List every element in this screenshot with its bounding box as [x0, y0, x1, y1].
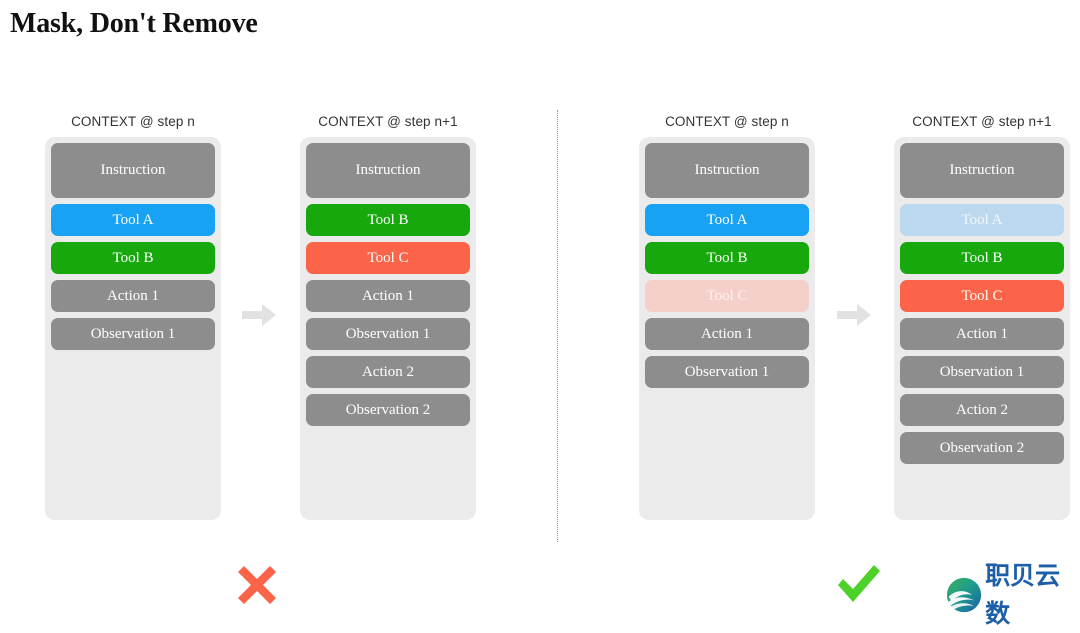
context-panel: Instruction Tool A Tool B Tool C Action …: [894, 137, 1070, 520]
context-card-instruction[interactable]: Instruction: [51, 143, 215, 198]
context-card-tool-b[interactable]: Tool B: [306, 204, 470, 236]
column-left-step-n1: CONTEXT @ step n+1 Instruction Tool B To…: [300, 112, 476, 520]
column-header: CONTEXT @ step n+1: [912, 114, 1052, 129]
check-icon: [834, 560, 882, 608]
context-card-tool-a[interactable]: Tool A: [51, 204, 215, 236]
column-header: CONTEXT @ step n+1: [318, 114, 458, 129]
context-card-action-1[interactable]: Action 1: [645, 318, 809, 350]
context-card-observation-2[interactable]: Observation 2: [900, 432, 1064, 464]
context-card-tool-c[interactable]: Tool C: [900, 280, 1064, 312]
cross-icon: [233, 558, 281, 606]
column-right-step-n1: CONTEXT @ step n+1 Instruction Tool A To…: [894, 112, 1070, 520]
context-card-action-2[interactable]: Action 2: [900, 394, 1064, 426]
context-card-tool-c[interactable]: Tool C: [306, 242, 470, 274]
column-left-step-n: CONTEXT @ step n Instruction Tool A Tool…: [45, 112, 221, 520]
context-panel: Instruction Tool B Tool C Action 1 Obser…: [300, 137, 476, 520]
watermark-logo: 职贝云数: [946, 561, 1080, 628]
context-card-instruction[interactable]: Instruction: [306, 143, 470, 198]
context-card-observation-1[interactable]: Observation 1: [306, 318, 470, 350]
watermark-text: 职贝云数: [985, 561, 1061, 628]
wave-circle-logo-icon: [946, 577, 982, 613]
column-header: CONTEXT @ step n: [71, 114, 195, 129]
context-card-action-1[interactable]: Action 1: [306, 280, 470, 312]
context-card-action-1[interactable]: Action 1: [51, 280, 215, 312]
column-header: CONTEXT @ step n: [665, 114, 789, 129]
context-card-tool-a[interactable]: Tool A: [645, 204, 809, 236]
context-panel: Instruction Tool A Tool B Action 1 Obser…: [45, 137, 221, 520]
transition-arrow-left: [240, 300, 278, 330]
context-card-observation-1[interactable]: Observation 1: [51, 318, 215, 350]
vertical-dotted-divider: [557, 110, 558, 542]
context-card-action-2[interactable]: Action 2: [306, 356, 470, 388]
context-card-tool-b[interactable]: Tool B: [645, 242, 809, 274]
context-card-action-1[interactable]: Action 1: [900, 318, 1064, 350]
column-right-step-n: CONTEXT @ step n Instruction Tool A Tool…: [639, 112, 815, 520]
context-card-instruction[interactable]: Instruction: [900, 143, 1064, 198]
context-card-tool-a-masked[interactable]: Tool A: [900, 204, 1064, 236]
context-card-observation-2[interactable]: Observation 2: [306, 394, 470, 426]
context-card-observation-1[interactable]: Observation 1: [645, 356, 809, 388]
context-card-tool-b[interactable]: Tool B: [900, 242, 1064, 274]
context-card-observation-1[interactable]: Observation 1: [900, 356, 1064, 388]
context-card-tool-c-masked[interactable]: Tool C: [645, 280, 809, 312]
transition-arrow-right: [835, 300, 873, 330]
context-card-tool-b[interactable]: Tool B: [51, 242, 215, 274]
context-card-instruction[interactable]: Instruction: [645, 143, 809, 198]
context-panel: Instruction Tool A Tool B Tool C Action …: [639, 137, 815, 520]
page-title: Mask, Don't Remove: [10, 8, 258, 39]
